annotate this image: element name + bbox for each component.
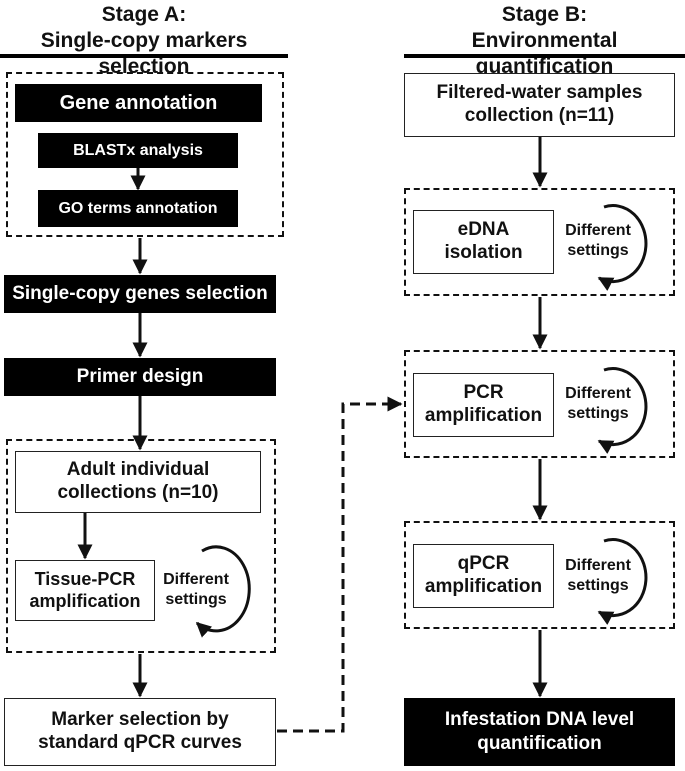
go-terms-box: GO terms annotation xyxy=(38,190,238,227)
pcr-line-2: amplification xyxy=(424,405,543,426)
qpcr-line-1: qPCR xyxy=(457,553,510,575)
infestation-line-1: Infestation DNA level xyxy=(444,709,635,731)
tissue-pcr-line-1: Tissue-PCR xyxy=(34,568,136,589)
gene-annotation-label: Gene annotation xyxy=(59,91,218,114)
pcr-group xyxy=(404,350,675,458)
marker-selection-line-1: Marker selection by xyxy=(51,709,229,731)
stage-b-title: Stage B: xyxy=(501,3,588,26)
different-settings-pcr-line-1: Different xyxy=(565,385,631,402)
tissue-pcr-box: Tissue-PCR amplification xyxy=(15,560,155,621)
edna-box: eDNA isolation xyxy=(413,210,554,274)
filtered-water-line-2: collection (n=11) xyxy=(464,105,615,126)
different-settings-pcr-line-2: settings xyxy=(567,405,629,422)
infestation-box: Infestation DNA level quantification xyxy=(404,698,675,766)
stage-a-title: Stage A: xyxy=(101,3,187,26)
pcr-line-1: PCR xyxy=(463,382,504,404)
different-settings-qpcr-line-1: Different xyxy=(565,557,631,574)
filtered-water-line-1: Filtered-water samples xyxy=(436,82,643,104)
go-terms-label: GO terms annotation xyxy=(58,199,218,217)
tissue-pcr-line-2: amplification xyxy=(29,590,141,611)
different-settings-qpcr: Different settings xyxy=(558,556,638,596)
qpcr-group xyxy=(404,521,675,629)
different-settings-edna: Different settings xyxy=(558,221,638,261)
stage-a-rule xyxy=(0,54,288,58)
different-settings-edna-line-2: settings xyxy=(567,242,629,259)
different-settings-pcr: Different settings xyxy=(558,384,638,424)
edna-line-2: isolation xyxy=(444,242,523,263)
blastx-label: BLASTx analysis xyxy=(73,141,203,159)
primer-design-label: Primer design xyxy=(76,366,204,387)
different-settings-a-line-2: settings xyxy=(165,591,227,608)
adult-collections-line-1: Adult individual xyxy=(66,459,210,481)
adult-collections-line-2: collections (n=10) xyxy=(57,482,219,503)
pcr-box: PCR amplification xyxy=(413,373,554,437)
blastx-box: BLASTx analysis xyxy=(38,133,238,168)
qpcr-box: qPCR amplification xyxy=(413,544,554,608)
filtered-water-box: Filtered-water samples collection (n=11) xyxy=(404,73,675,137)
edna-group xyxy=(404,188,675,296)
single-copy-label: Single-copy genes selection xyxy=(12,283,268,304)
qpcr-line-2: amplification xyxy=(424,576,543,597)
annotation-group xyxy=(6,72,284,237)
marker-selection-line-2: standard qPCR curves xyxy=(38,732,242,753)
infestation-line-2: quantification xyxy=(477,733,602,754)
different-settings-a-line-1: Different xyxy=(163,571,229,588)
stage-b-rule xyxy=(404,54,685,58)
edna-line-1: eDNA xyxy=(457,219,510,241)
marker-selection-box: Marker selection by standard qPCR curves xyxy=(4,698,276,766)
stage-a-header: Stage A: Single-copy markers selection xyxy=(0,2,288,80)
different-settings-qpcr-line-2: settings xyxy=(567,577,629,594)
gene-annotation-box: Gene annotation xyxy=(15,84,262,122)
dashed-link-marker-to-pcr xyxy=(277,396,403,733)
stage-b-subtitle: Environmental quantification xyxy=(471,29,618,78)
primer-design-box: Primer design xyxy=(4,358,276,396)
different-settings-edna-line-1: Different xyxy=(565,222,631,239)
adult-collections-box: Adult individual collections (n=10) xyxy=(15,451,261,513)
different-settings-a: Different settings xyxy=(156,570,236,610)
stage-b-header: Stage B: Environmental quantification xyxy=(404,2,685,80)
single-copy-box: Single-copy genes selection xyxy=(4,275,276,313)
